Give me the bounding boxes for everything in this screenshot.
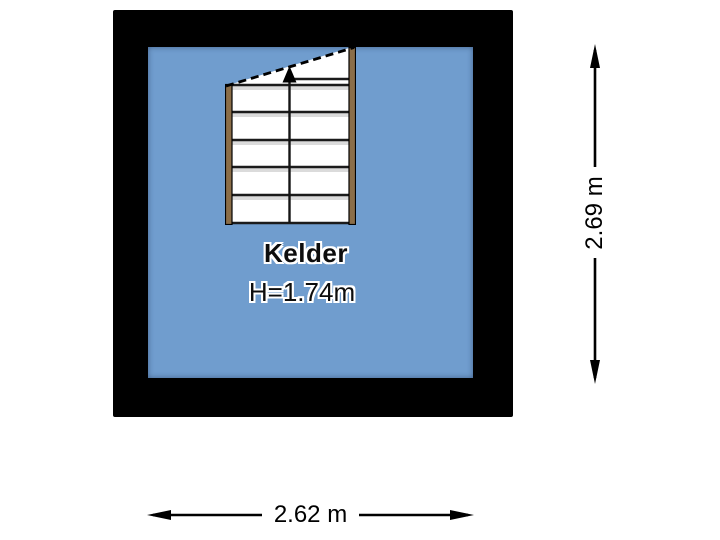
width-dimension-text: 2.62 m [273,501,348,528]
dimension-arrow-right-icon [450,510,474,520]
width-dimension-label: 2.62 m [262,498,359,532]
height-dimension-text: 2.69 m [581,175,608,250]
stair-stringer-right [348,47,356,225]
height-dimension-label: 2.69 m [579,167,611,258]
stair-stringer-left [225,83,233,225]
dimension-arrow-left-icon [147,510,171,520]
dimension-arrow-down-icon [590,360,600,384]
dimension-arrow-up-icon [590,44,600,68]
room-name-label: Kelder [264,238,348,268]
stair-cut-dashed-line [225,47,355,88]
ceiling-height-label: H=1.74m [248,277,356,307]
stair-direction-up-arrow-icon [282,66,297,83]
staircase [225,47,356,225]
